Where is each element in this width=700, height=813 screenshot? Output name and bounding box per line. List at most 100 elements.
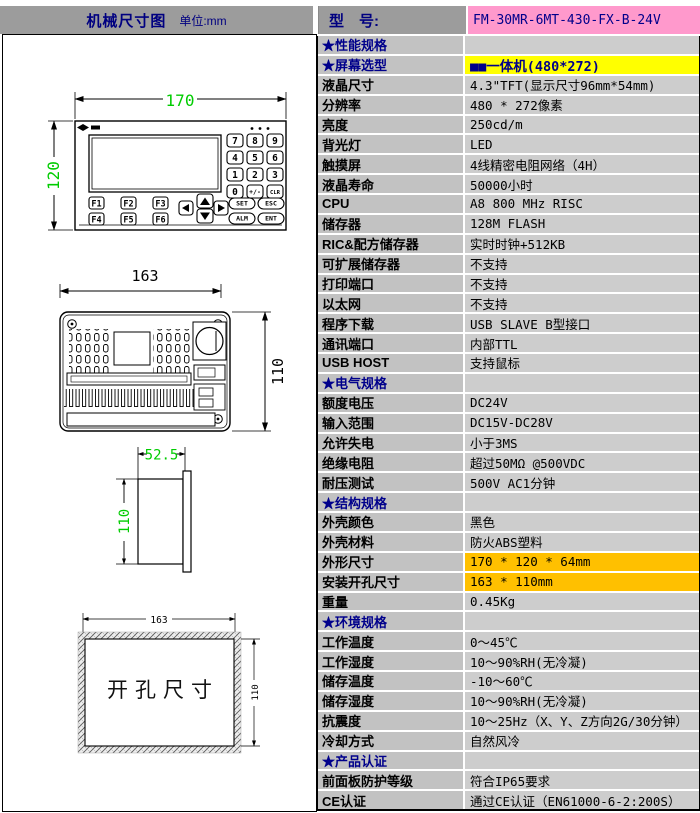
spec-row: 以太网 不支持 <box>318 294 699 315</box>
spec-value: 实时时钟+512KB <box>465 234 699 253</box>
spec-row: 外形尺寸 170 * 120 * 64mm <box>318 552 699 573</box>
spec-value: 防火ABS塑料 <box>465 532 699 551</box>
numpad-key-label: 8 <box>252 136 258 147</box>
spec-value: 170 * 120 * 64mm <box>465 552 699 571</box>
spec-value: -10～60℃ <box>465 672 699 690</box>
spec-value: 250cd/m <box>465 115 699 134</box>
spec-row: 分辨率 480 * 272像素 <box>318 95 699 116</box>
spec-label: 液晶寿命 <box>318 175 465 193</box>
spec-row: RIC&配方储存器 实时时钟+512KB <box>318 234 699 255</box>
side-depth-dimension: 52.5 <box>145 448 179 464</box>
spec-label: ★电气规格 <box>318 373 465 392</box>
spec-row: CE认证 通过CE认证（EN61000-6-2:200S） <box>318 791 699 810</box>
spec-row: 触摸屏 4线精密电阻网络（4H） <box>318 155 699 176</box>
spec-value: 黑色 <box>465 513 699 531</box>
front-height-dimension: 120 <box>44 161 63 190</box>
spec-label: CE认证 <box>318 791 465 810</box>
arrow-keys <box>178 193 229 224</box>
spec-label: ★产品认证 <box>318 751 465 770</box>
model-value-cell: FM-30MR-6MT-430-FX-B-24V <box>468 6 700 34</box>
spec-label: 前面板防护等级 <box>318 771 465 790</box>
spec-value: 128M FLASH <box>465 214 699 233</box>
spec-row: 液晶寿命 50000小时 <box>318 175 699 195</box>
numpad-key-label: 4 <box>232 153 238 164</box>
rear-height-dimension: 110 <box>269 358 287 385</box>
cutout-width-dimension: 163 <box>150 615 167 626</box>
side-view-drawing: 52.5 110 <box>114 446 192 573</box>
numeric-keypad <box>226 133 284 199</box>
numpad-key-label: CLR <box>270 190 281 196</box>
spec-row: 液晶尺寸 4.3"TFT(显示尺寸96mm*54mm) <box>318 75 699 96</box>
spec-value: 不支持 <box>465 274 699 293</box>
spec-label: ★屏幕选型 <box>318 55 465 74</box>
spec-label: 储存湿度 <box>318 691 465 710</box>
spec-label: 重量 <box>318 592 465 611</box>
spec-row: 储存温度 -10～60℃ <box>318 672 699 692</box>
spec-row: 可扩展储存器 不支持 <box>318 254 699 275</box>
action-keys <box>228 197 285 225</box>
model-label-cell: 型 号: <box>318 6 466 34</box>
spec-value: 0～45℃ <box>465 632 699 651</box>
spec-value: 480 * 272像素 <box>465 95 699 114</box>
spec-label: 分辨率 <box>318 95 465 114</box>
spec-label: 绝缘电阻 <box>318 453 465 472</box>
spec-row: 外壳颜色 黑色 <box>318 513 699 533</box>
spec-value: 自然风冷 <box>465 731 699 750</box>
spec-label: 冷却方式 <box>318 731 465 750</box>
cutout-opening <box>84 638 235 747</box>
spec-label: ★结构规格 <box>318 493 465 511</box>
spec-value: LED <box>465 135 699 154</box>
spec-label: 储存器 <box>318 214 465 233</box>
unit-label: 单位:mm <box>179 13 227 28</box>
spec-label: 液晶尺寸 <box>318 75 465 94</box>
spec-row: ★环境规格 <box>318 612 699 633</box>
down-arrow-icon <box>200 212 210 220</box>
spec-label: 背光灯 <box>318 135 465 154</box>
cutout-label: 开孔尺寸 <box>107 679 219 702</box>
spec-value: 支持鼠标 <box>465 354 699 372</box>
battery-holder <box>192 321 227 361</box>
spec-value <box>465 493 699 511</box>
spec-value: A8 800 MHz RISC <box>465 195 699 213</box>
fkey-label: F1 <box>91 200 101 210</box>
spec-label: 以太网 <box>318 294 465 313</box>
spec-row: 通讯端口 内部TTL <box>318 334 699 354</box>
spec-label: CPU <box>318 195 465 213</box>
spec-value: 小于3MS <box>465 433 699 452</box>
spec-value: 4线精密电阻网络（4H） <box>465 155 699 174</box>
spec-label: RIC&配方储存器 <box>318 234 465 253</box>
spec-row: 耐压测试 500V AC1分钟 <box>318 473 699 494</box>
spec-row: 前面板防护等级 符合IP65要求 <box>318 771 699 792</box>
spec-label: 外形尺寸 <box>318 552 465 571</box>
spec-row: CPU A8 800 MHz RISC <box>318 195 699 215</box>
spec-label: 触摸屏 <box>318 155 465 174</box>
spec-row: 外壳材料 防火ABS塑料 <box>318 532 699 553</box>
function-keys <box>88 196 169 226</box>
spec-label: 安装开孔尺寸 <box>318 572 465 591</box>
spec-label: 工作温度 <box>318 632 465 651</box>
terminal-slots <box>64 389 194 409</box>
spec-label: 输入范围 <box>318 413 465 432</box>
spec-row: 冷却方式 自然风冷 <box>318 731 699 752</box>
spec-label: 外壳材料 <box>318 532 465 551</box>
spec-value: DC15V-DC28V <box>465 413 699 432</box>
action-key-label: ALM <box>236 215 248 223</box>
spec-value: 不支持 <box>465 294 699 313</box>
spec-row: 储存器 128M FLASH <box>318 214 699 235</box>
spec-value: 10～90%RH(无冷凝) <box>465 652 699 670</box>
spec-value: 通过CE认证（EN61000-6-2:200S） <box>465 791 699 810</box>
left-arrow-icon <box>182 204 189 212</box>
spec-row: ★结构规格 <box>318 493 699 513</box>
spec-label: 储存温度 <box>318 672 465 690</box>
spec-row: ★产品认证 <box>318 751 699 772</box>
spec-row: 输入范围 DC15V-DC28V <box>318 413 699 434</box>
spec-value: 10～25Hz（X、Y、Z方向2G/30分钟） <box>465 711 699 730</box>
rear-label-plate <box>113 331 151 366</box>
spec-value: 4.3"TFT(显示尺寸96mm*54mm) <box>465 75 699 94</box>
numpad-key-label: 7 <box>232 136 238 147</box>
action-key-label: ESC <box>265 200 277 208</box>
spec-row: 重量 0.45Kg <box>318 592 699 613</box>
spec-value: 0.45Kg <box>465 592 699 611</box>
rear-view-drawing: 163 <box>59 267 287 432</box>
